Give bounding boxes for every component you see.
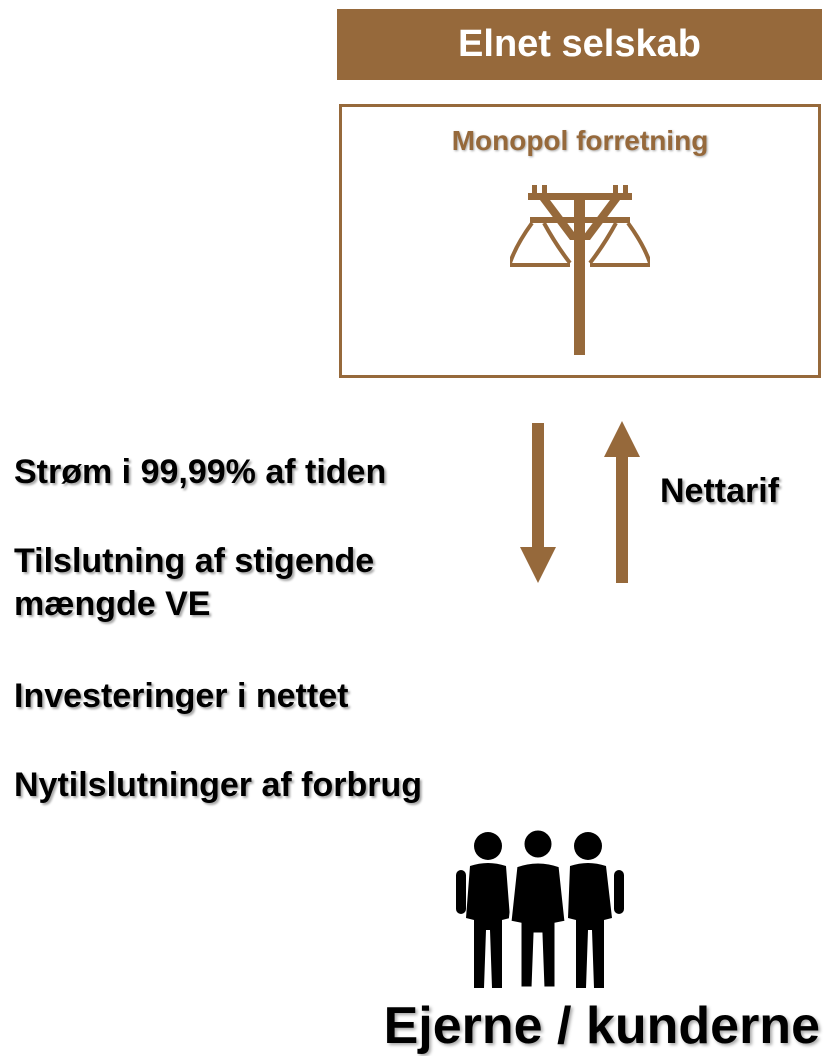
company-header-title: Elnet selskab xyxy=(458,23,701,65)
service-item-power-uptime: Strøm i 99,99% af tiden xyxy=(14,453,387,491)
service-item-grid-investments: Investeringer i nettet xyxy=(14,677,349,715)
service-item-re-connection-line2: mængde VE xyxy=(14,585,211,623)
company-header: Elnet selskab xyxy=(337,9,822,80)
monopoly-business-box: Monopol forretning xyxy=(339,104,821,378)
utility-pole-icon xyxy=(510,185,650,355)
people-group-icon xyxy=(456,830,624,990)
flow-arrows xyxy=(520,421,640,583)
service-item-re-connection: Tilslutning af stigende xyxy=(14,542,375,580)
arrow-down-icon xyxy=(520,423,556,583)
arrow-up-icon xyxy=(604,421,640,583)
service-item-new-connections: Nytilslutninger af forbrug xyxy=(14,766,422,804)
customers-label: Ejerne / kunderne xyxy=(383,997,820,1055)
nettarif-label: Nettarif xyxy=(660,472,780,510)
monopoly-title: Monopol forretning xyxy=(451,125,709,156)
